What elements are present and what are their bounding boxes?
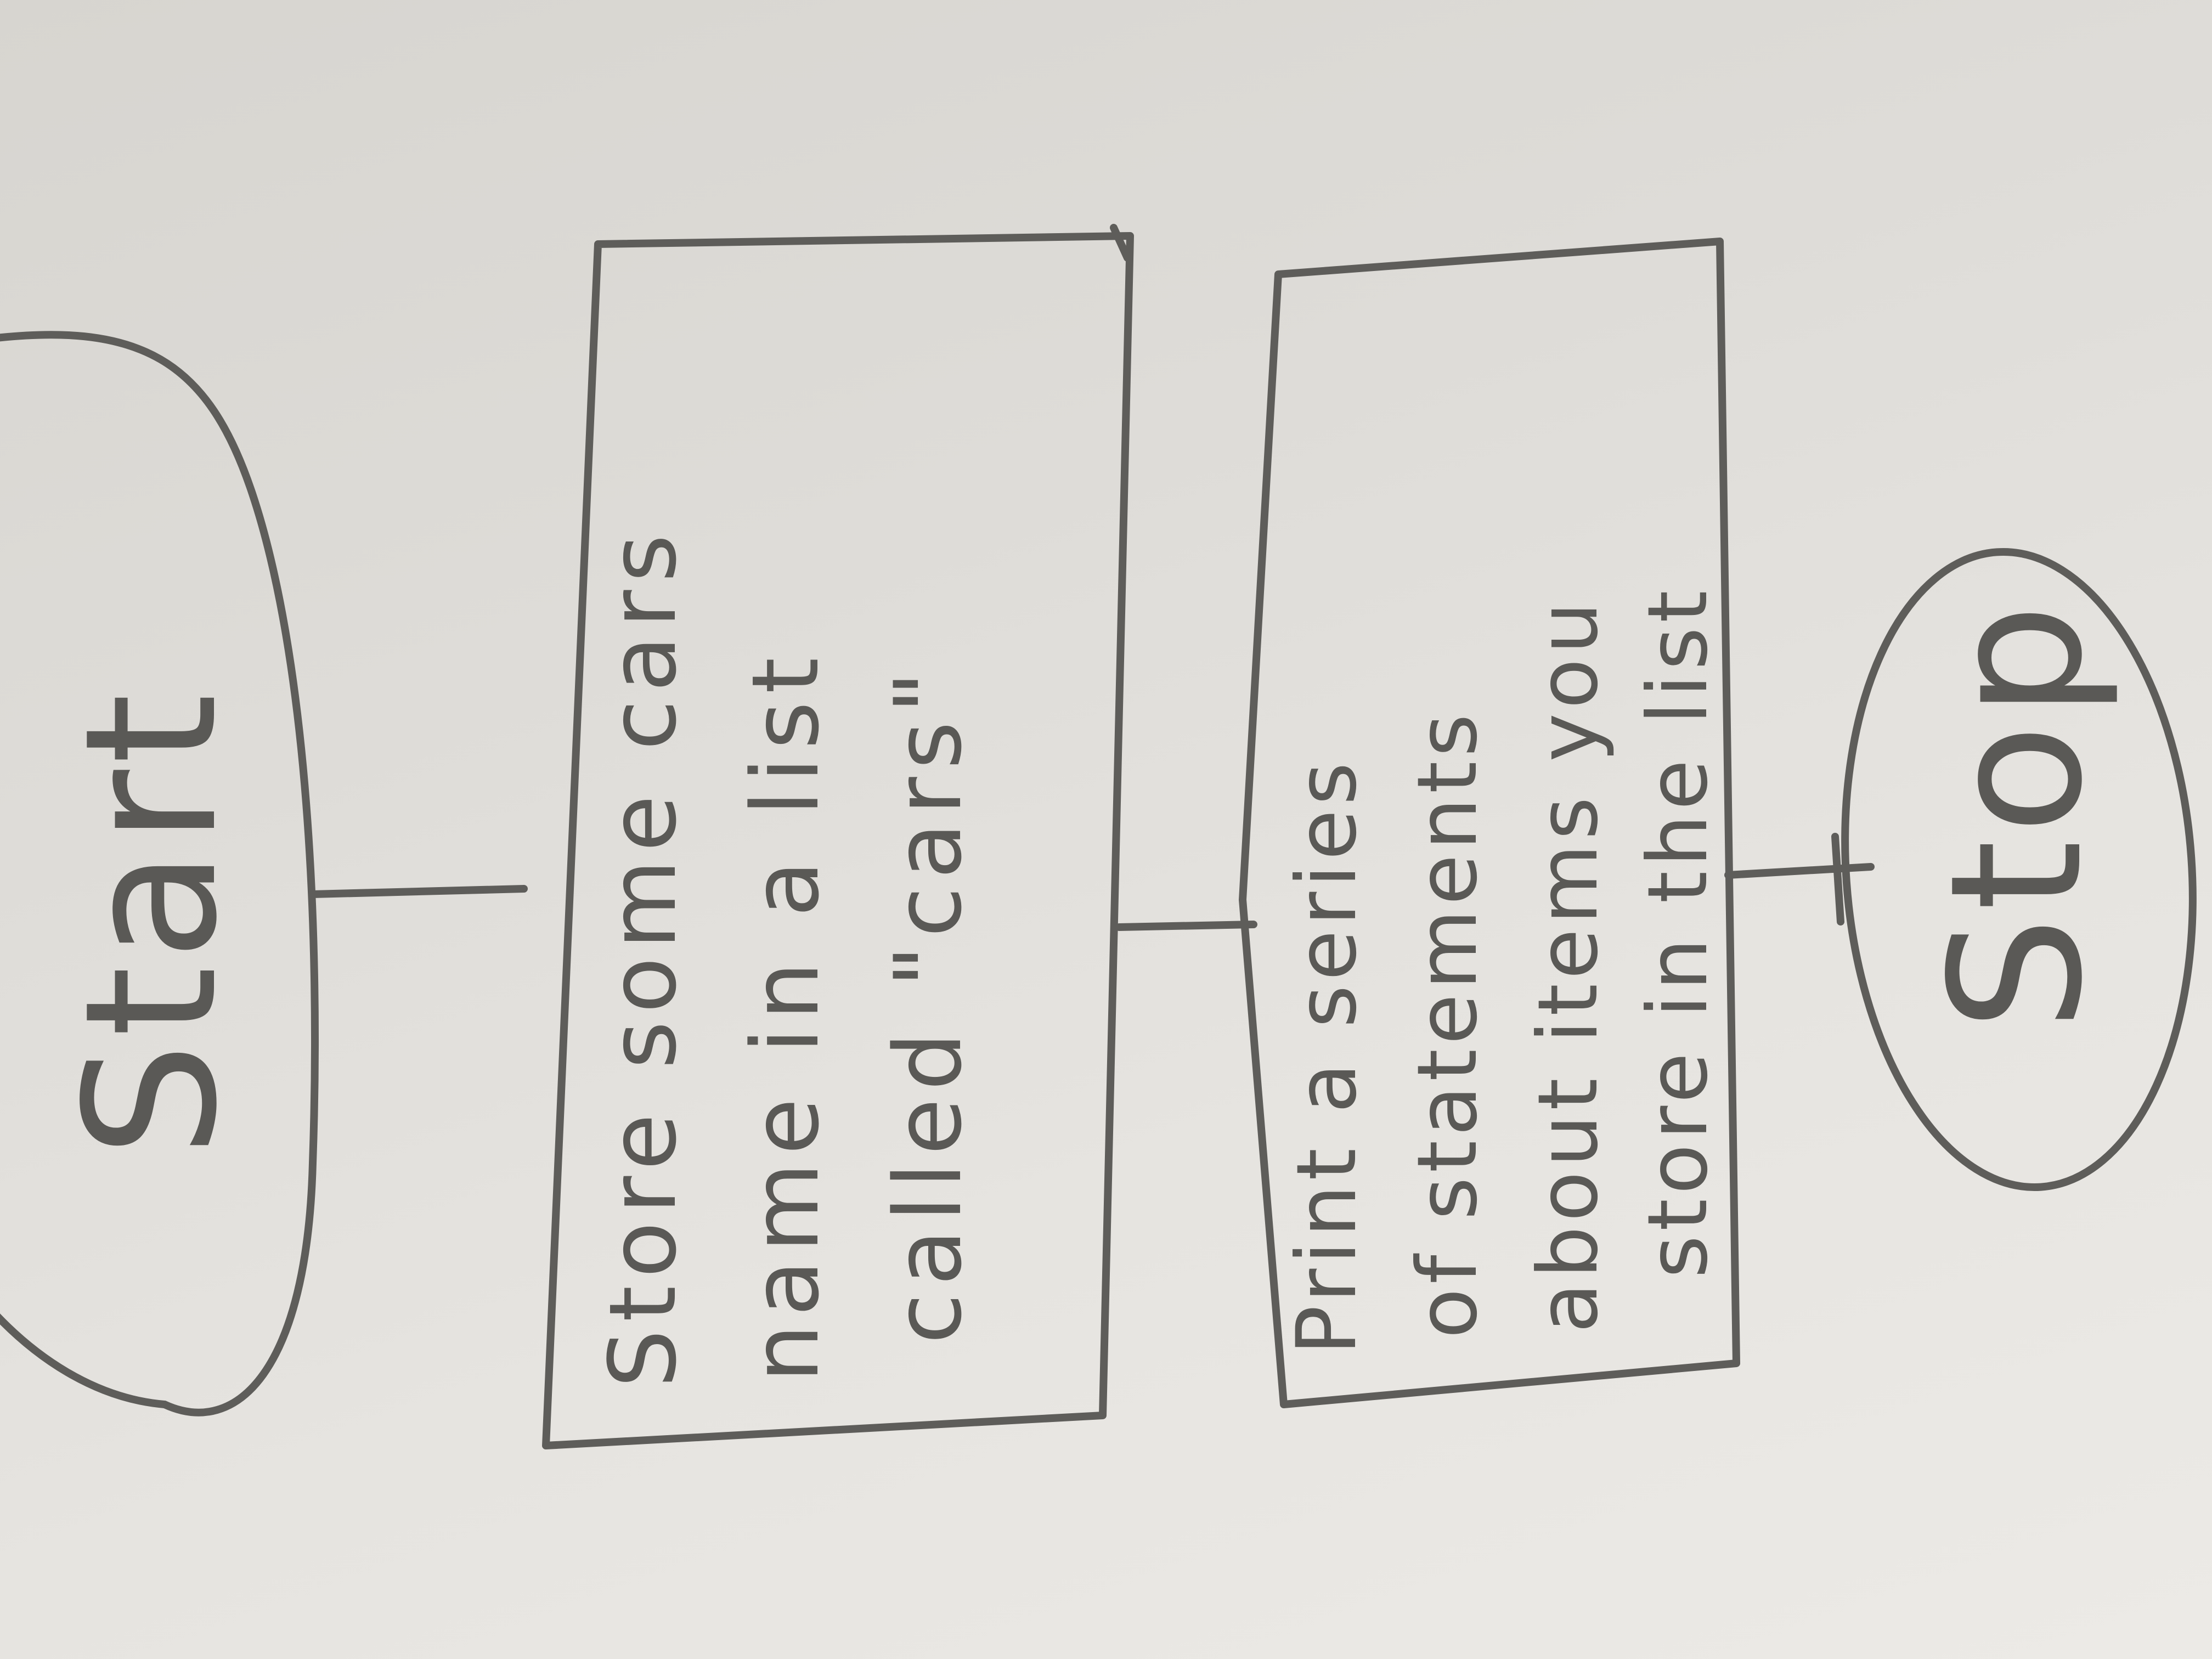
step2-line-3: about items you (1521, 597, 1616, 1333)
connector-step1-to-step2 (1115, 921, 1257, 931)
step1-line-2: name in a list (732, 650, 839, 1383)
step2-line-2: of statements (1400, 709, 1496, 1339)
start-ellipse-bottom (0, 1313, 168, 1408)
stop-label: Stop (1911, 598, 2122, 1031)
step2-box-outline (1239, 238, 1740, 1408)
step1-box-corner-mark (1110, 224, 1131, 262)
step2-line-4: store in the list (1630, 586, 1726, 1278)
step1-process-box: Store some cars name in a list called "c… (542, 224, 1134, 1449)
start-ellipse (0, 331, 319, 1417)
stop-ellipse (1841, 548, 2197, 1192)
step2-line-1: Print a series (1279, 758, 1375, 1355)
step1-line-1: Store some cars (589, 527, 697, 1388)
start-terminal: Start (0, 331, 319, 1417)
step1-box-outline (542, 232, 1134, 1449)
step2-process-box: Print a series of statements about items… (1239, 238, 1740, 1408)
start-label: Start (46, 688, 257, 1158)
connector-start-to-step1 (309, 885, 528, 898)
stop-terminal: Stop (1841, 548, 2197, 1192)
step1-line-3: called "cars" (874, 663, 982, 1344)
